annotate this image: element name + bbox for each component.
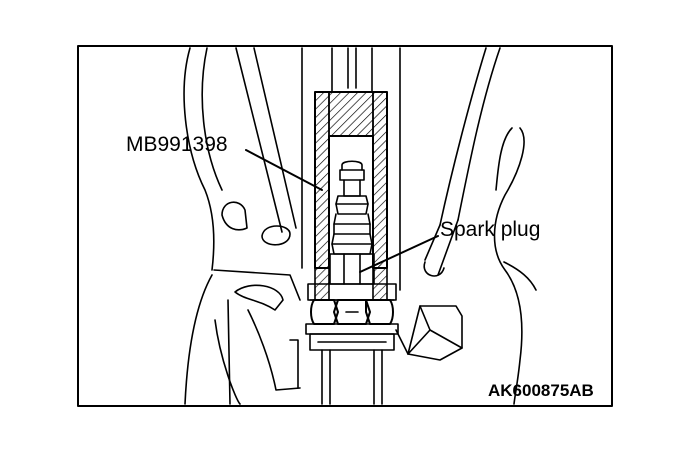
extension-bar (301, 47, 401, 291)
leader-lines (245, 149, 439, 273)
spark-plug-leader-line (359, 235, 439, 273)
tool-callout-label: MB991398 (126, 133, 228, 156)
right-engine-structure (395, 47, 537, 405)
tool-leader-line (245, 149, 323, 191)
spark-plug (329, 160, 375, 285)
plug-seat (305, 283, 399, 405)
socket-tool (314, 91, 388, 301)
left-engine-structure (183, 47, 301, 405)
spark-plug-callout-label: Spark plug (440, 218, 541, 241)
figure-code: AK600875AB (488, 381, 594, 400)
figure-frame (77, 45, 613, 407)
